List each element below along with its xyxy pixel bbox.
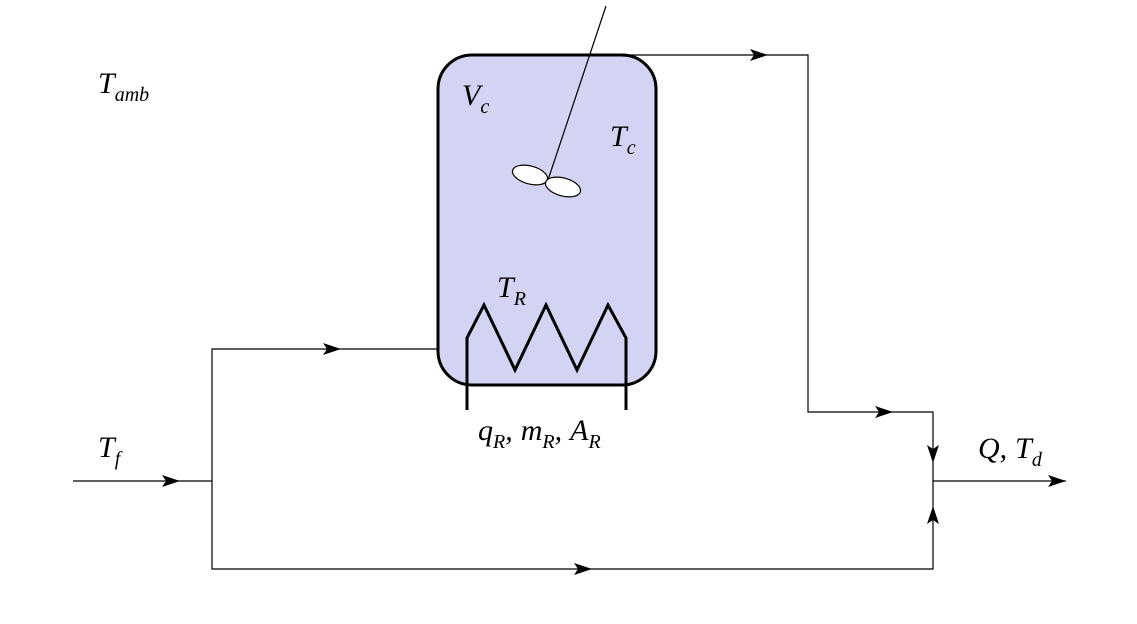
return-arrow-down <box>927 445 939 463</box>
tank-outlet-line <box>624 54 934 481</box>
ambient-temp-label: Tamb <box>98 67 149 106</box>
heating-coil <box>465 301 628 410</box>
impeller-blade-right <box>544 176 582 198</box>
tank-temp-label: Tc <box>610 120 636 159</box>
bypass-line <box>211 481 934 570</box>
bypass-arrow-right <box>574 563 592 575</box>
outlet-arrow <box>1048 475 1066 487</box>
tank-inlet-arrow <box>323 343 341 355</box>
heater-temp-label: TR <box>497 271 526 310</box>
tank-outlet-arrow <box>750 49 768 61</box>
bypass-arrow-up <box>927 506 939 524</box>
return-arrow-right <box>875 406 893 418</box>
feed-arrow <box>162 475 180 487</box>
outlet-label: Q, Td <box>978 432 1043 471</box>
tank-vessel <box>436 53 658 387</box>
stirrer-shaft <box>547 5 607 181</box>
tank-inlet-line <box>211 348 438 481</box>
tank-volume-label: Vc <box>462 79 489 118</box>
feed-temp-label: Tf <box>98 431 123 470</box>
heater-params-label: qR, mR, AR <box>478 414 601 453</box>
